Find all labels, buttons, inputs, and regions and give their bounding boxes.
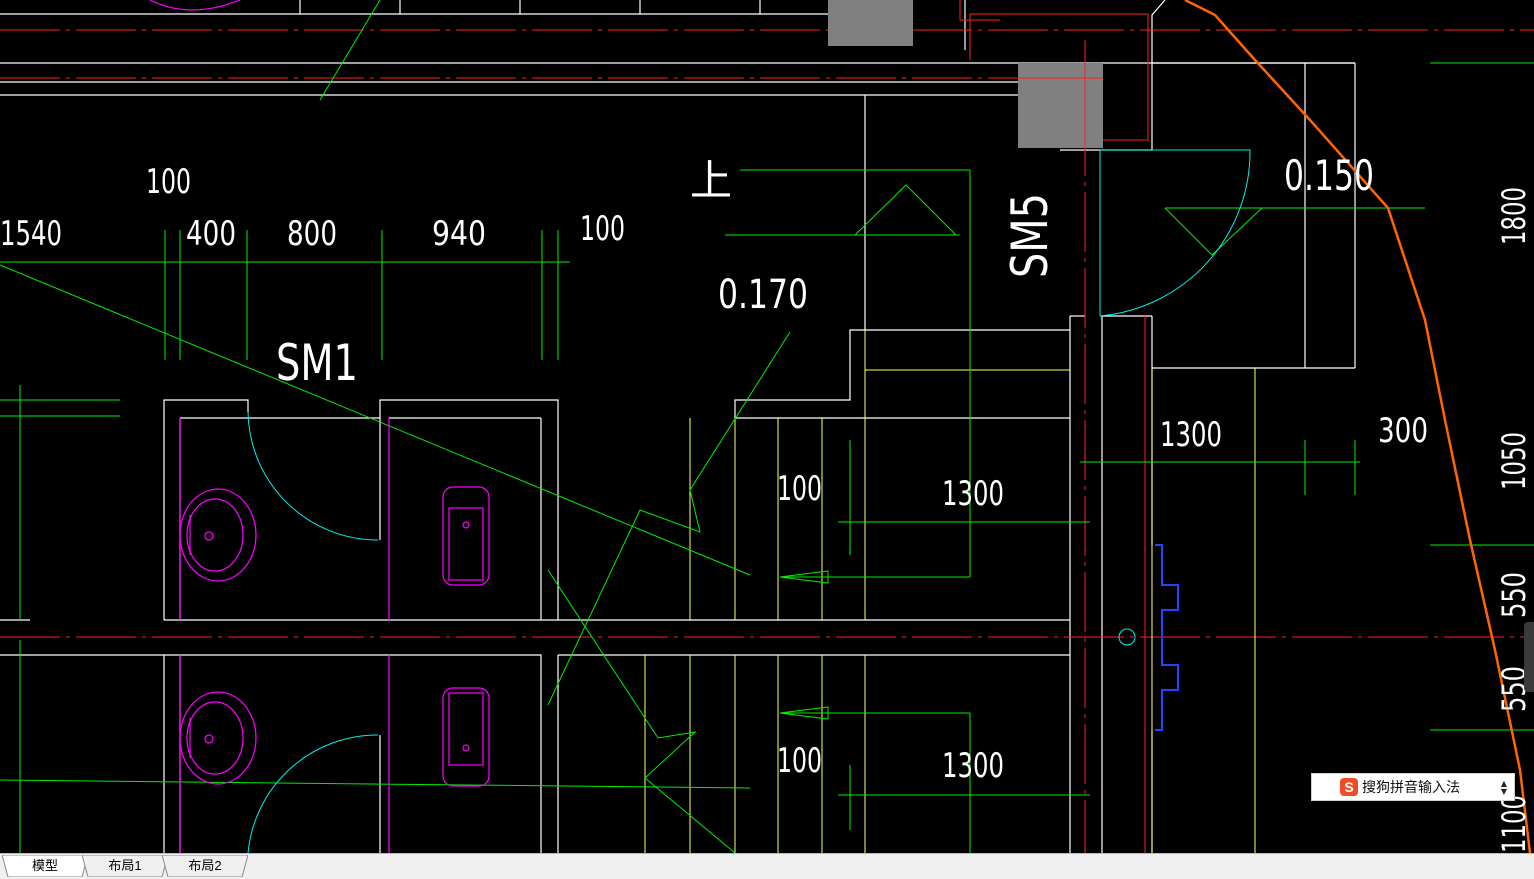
tab-layout2[interactable]: 布局2 <box>162 855 248 877</box>
door-arcs <box>247 149 1251 853</box>
stair-up-label: 上 <box>690 156 732 205</box>
dim-100-mid: 100 <box>777 469 822 509</box>
dim-940: 940 <box>432 214 486 254</box>
tab-model[interactable]: 模型 <box>2 855 88 877</box>
tab-shape <box>2 855 88 877</box>
dim-100-low: 100 <box>777 741 822 781</box>
tab-layout1-label: 布局1 <box>108 858 142 873</box>
vertical-dim-550-a: 550 <box>1495 572 1533 618</box>
axis-lines <box>0 0 1534 853</box>
door-label-sm1: SM1 <box>276 334 358 392</box>
sanitary-fixtures <box>149 0 490 853</box>
drawing-texts: 100 1540 400 800 940 100 SM1 0.170 上 SM5… <box>0 151 1533 853</box>
vertical-dim-1050: 1050 <box>1495 432 1533 490</box>
stair-lines <box>644 330 1256 853</box>
dim-1300-right: 1300 <box>1160 415 1222 455</box>
ime-toolbar[interactable]: S 搜狗拼音输入法 ▲▼ <box>1311 773 1515 801</box>
column-top <box>828 0 913 46</box>
site-boundary <box>1184 0 1532 853</box>
tab-shape <box>82 855 168 877</box>
drawing-canvas[interactable]: 100 1540 400 800 940 100 SM1 0.170 上 SM5… <box>0 0 1534 853</box>
elevation-0170: 0.170 <box>718 272 808 318</box>
dimension-lines <box>0 0 1534 853</box>
drain-circle <box>1118 628 1136 646</box>
layout-tab-bar: 模型 布局1 布局2 <box>0 853 1534 879</box>
cad-drawing: 100 1540 400 800 940 100 SM1 0.170 上 SM5… <box>0 0 1534 853</box>
dim-300-right: 300 <box>1378 411 1428 451</box>
tab-layout2-label: 布局2 <box>188 858 222 873</box>
dim-1300-mid: 1300 <box>942 474 1004 514</box>
dim-1300-low: 1300 <box>942 746 1004 786</box>
tab-shape <box>162 855 248 877</box>
window-symbol <box>1155 544 1179 731</box>
dim-100-top-right: 100 <box>580 209 625 249</box>
ime-label: 搜狗拼音输入法 <box>1362 780 1460 796</box>
door-label-sm5: SM5 <box>1001 193 1059 278</box>
side-scroll-handle[interactable] <box>1524 622 1534 692</box>
tab-layout1[interactable]: 布局1 <box>82 855 168 877</box>
vertical-dim-1800: 1800 <box>1495 187 1533 245</box>
tab-model-label: 模型 <box>31 858 58 873</box>
ime-menu-icon[interactable]: ▲▼ <box>1500 779 1508 796</box>
vertical-dim-1100: 1100 <box>1495 795 1533 853</box>
column-mid <box>1018 63 1103 148</box>
dim-100-upper: 100 <box>146 162 191 202</box>
dim-1540: 1540 <box>0 214 62 254</box>
dim-800: 800 <box>287 214 337 254</box>
dim-400: 400 <box>186 214 236 254</box>
elevation-0150: 0.150 <box>1284 151 1374 200</box>
sogou-logo-icon: S <box>1340 778 1358 796</box>
